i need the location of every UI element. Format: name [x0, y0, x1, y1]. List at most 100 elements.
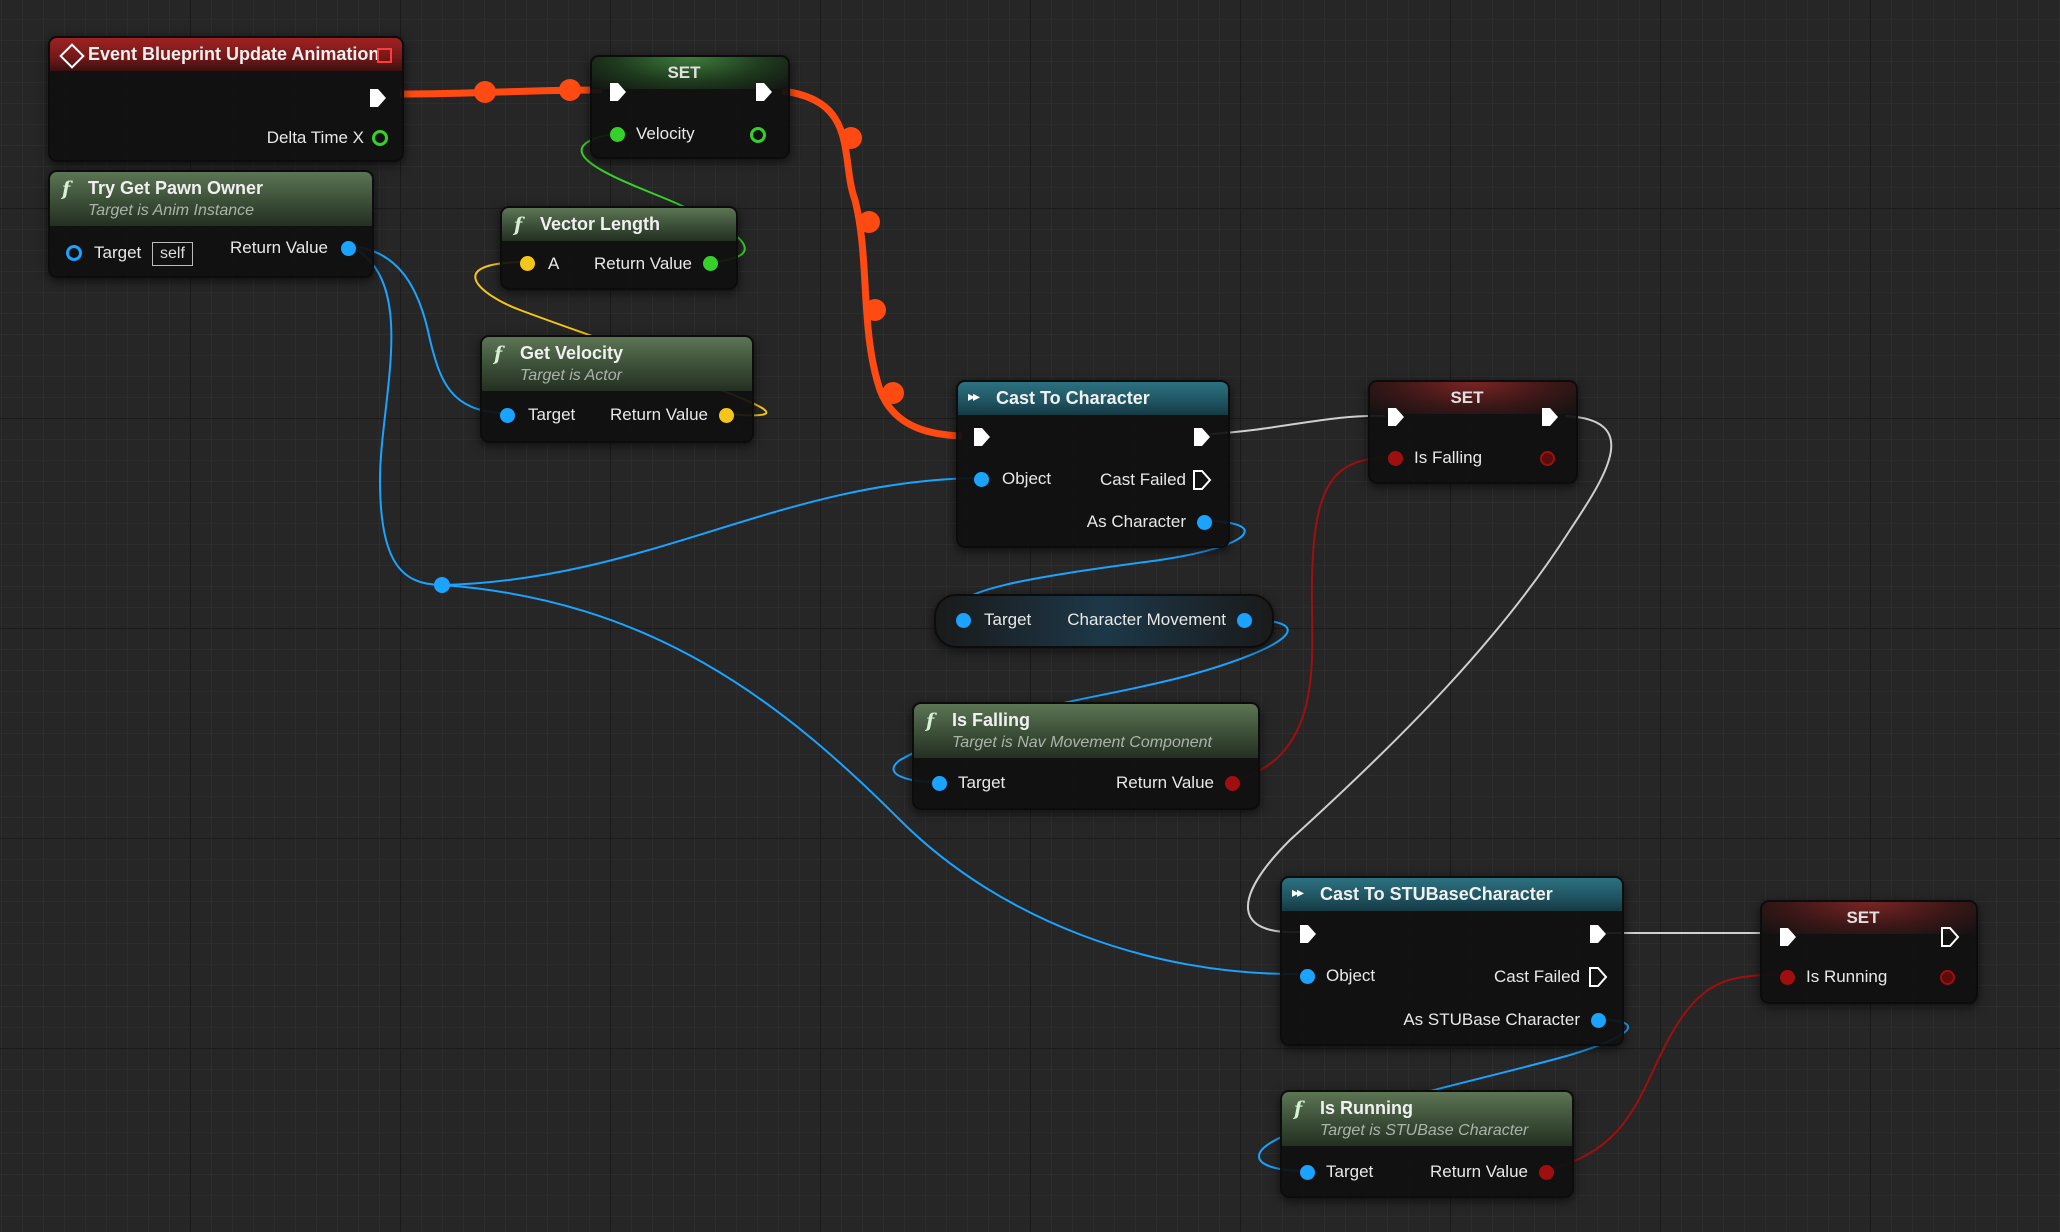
- node-set-is-falling[interactable]: SET Is Falling: [1368, 380, 1578, 484]
- node-vector-length[interactable]: f Vector Length A Return Value: [500, 206, 738, 290]
- exec-arrow-icon: [610, 83, 626, 101]
- pin-label: Target: [1326, 1162, 1374, 1181]
- node-title: Is Falling: [952, 710, 1031, 730]
- object-out-pin[interactable]: [1237, 613, 1252, 628]
- node-cast-to-stubasecharacter[interactable]: ▸▸ Cast To STUBaseCharacter Object Cast …: [1280, 876, 1624, 1046]
- object-out-pin[interactable]: [1591, 1013, 1606, 1028]
- object-wire-pawn-to-reroute: [349, 245, 443, 586]
- exec-pulse-dot: [864, 299, 886, 321]
- node-title: Vector Length: [540, 214, 661, 234]
- object-in-pin[interactable]: [956, 613, 971, 628]
- pin-label: Object: [1326, 966, 1376, 985]
- pin-label: Return Value: [1430, 1162, 1528, 1181]
- node-get-velocity[interactable]: f Get Velocity Target is Actor Target Re…: [480, 335, 754, 443]
- pin-a: A: [548, 254, 559, 274]
- bool-out-pin[interactable]: [1540, 451, 1555, 466]
- target-default-field[interactable]: self: [151, 242, 193, 266]
- node-get-character-movement[interactable]: Target Character Movement: [934, 594, 1274, 648]
- pin-label: As STUBase Character: [1403, 1010, 1580, 1029]
- exec-pulse-dot: [474, 81, 496, 103]
- pin-is-running: Is Running: [1806, 967, 1887, 987]
- pin-target: Target: [984, 610, 1031, 630]
- exec-wire-set-to-cast: [781, 87, 963, 440]
- pin-label: Is Falling: [1414, 448, 1483, 467]
- pin-object: Object: [1326, 966, 1375, 986]
- exec-arrow-icon: [1193, 470, 1212, 490]
- stop-icon[interactable]: [377, 48, 392, 63]
- exec-wire-event-to-set: [399, 86, 603, 98]
- node-header: SET: [592, 57, 788, 89]
- object-wire-reroute-to-cast: [441, 477, 981, 586]
- pin-return-value: Return Value: [594, 254, 692, 274]
- node-cast-to-character[interactable]: ▸▸ Cast To Character Object Cast Failed …: [956, 380, 1230, 548]
- exec-pulse-dot: [882, 382, 904, 404]
- exec-arrow-icon: [1300, 925, 1316, 943]
- pin-return-value: Return Value: [1116, 773, 1214, 793]
- node-header: SET: [1762, 902, 1976, 934]
- object-out-pin[interactable]: [1197, 515, 1212, 530]
- node-set-is-running[interactable]: SET Is Running: [1760, 900, 1978, 1004]
- bool-out-pin[interactable]: [1225, 776, 1240, 791]
- pin-label: Target: [958, 773, 1006, 792]
- vector-out-pin[interactable]: [719, 408, 734, 423]
- node-title: Event Blueprint Update Animation: [88, 44, 380, 64]
- node-header: f Get Velocity Target is Actor: [482, 337, 752, 391]
- function-icon: f: [494, 343, 503, 365]
- node-header: SET: [1370, 382, 1576, 414]
- vector-in-pin[interactable]: [520, 256, 535, 271]
- exec-arrow-icon: [1388, 408, 1404, 426]
- exec-arrow-icon: [1542, 408, 1558, 426]
- object-in-pin[interactable]: [932, 776, 947, 791]
- node-set-velocity[interactable]: SET Velocity: [590, 55, 790, 159]
- object-in-pin[interactable]: [974, 472, 989, 487]
- bool-out-pin[interactable]: [1539, 1165, 1554, 1180]
- object-in-pin[interactable]: [66, 245, 82, 261]
- reroute-node[interactable]: [434, 577, 450, 593]
- node-header: f Is Running Target is STUBase Character: [1282, 1092, 1572, 1146]
- pin-cast-failed: Cast Failed: [1494, 967, 1580, 987]
- pin-label: Return Value: [1116, 773, 1214, 792]
- node-header: f Is Falling Target is Nav Movement Comp…: [914, 704, 1258, 758]
- float-out-pin[interactable]: [703, 256, 718, 271]
- node-is-running[interactable]: f Is Running Target is STUBase Character…: [1280, 1090, 1574, 1198]
- bool-out-pin[interactable]: [1940, 970, 1955, 985]
- bool-in-pin[interactable]: [1780, 970, 1795, 985]
- node-try-get-pawn-owner[interactable]: f Try Get Pawn Owner Target is Anim Inst…: [48, 170, 374, 278]
- pin-as-character: As Character: [1087, 512, 1186, 532]
- node-subtitle: Target is Anim Instance: [88, 202, 255, 219]
- object-in-pin[interactable]: [1300, 1165, 1315, 1180]
- event-diamond-icon: [59, 43, 85, 69]
- node-title: SET: [667, 63, 701, 82]
- object-in-pin[interactable]: [1300, 969, 1315, 984]
- pin-return-value: Return Value: [230, 238, 328, 258]
- pin-label: Object: [1002, 469, 1052, 488]
- float-out-pin[interactable]: [372, 130, 388, 146]
- object-in-pin[interactable]: [500, 408, 515, 423]
- exec-arrow-icon: [756, 83, 772, 101]
- cast-icon: ▸▸: [968, 388, 980, 404]
- node-title: SET: [1450, 388, 1484, 407]
- function-icon: f: [62, 178, 71, 200]
- pin-as-stubase-character: As STUBase Character: [1403, 1010, 1580, 1030]
- pin-is-falling: Is Falling: [1414, 448, 1482, 468]
- pin-label: Target: [984, 610, 1032, 629]
- pin-return-value: Return Value: [1430, 1162, 1528, 1182]
- vector-out-pin[interactable]: [750, 127, 766, 143]
- bool-in-pin[interactable]: [1388, 451, 1403, 466]
- pin-label: A: [548, 254, 560, 273]
- pin-label: Velocity: [636, 124, 695, 143]
- exec-arrow-icon: [974, 428, 990, 446]
- vector-in-pin[interactable]: [610, 127, 625, 142]
- exec-pulse-dot: [840, 127, 862, 149]
- node-is-falling[interactable]: f Is Falling Target is Nav Movement Comp…: [912, 702, 1260, 810]
- node-event-blueprint-update-animation[interactable]: Event Blueprint Update Animation Delta T…: [48, 36, 404, 162]
- pin-label: Return Value: [230, 238, 328, 257]
- exec-pulse-dot: [559, 79, 581, 101]
- exec-arrow-icon: [370, 89, 386, 107]
- exec-arrow-icon: [1194, 428, 1210, 446]
- object-out-pin[interactable]: [341, 241, 356, 256]
- node-title: Cast To STUBaseCharacter: [1320, 884, 1553, 904]
- pin-label: Target: [94, 243, 142, 262]
- pin-label: Cast Failed: [1494, 967, 1580, 986]
